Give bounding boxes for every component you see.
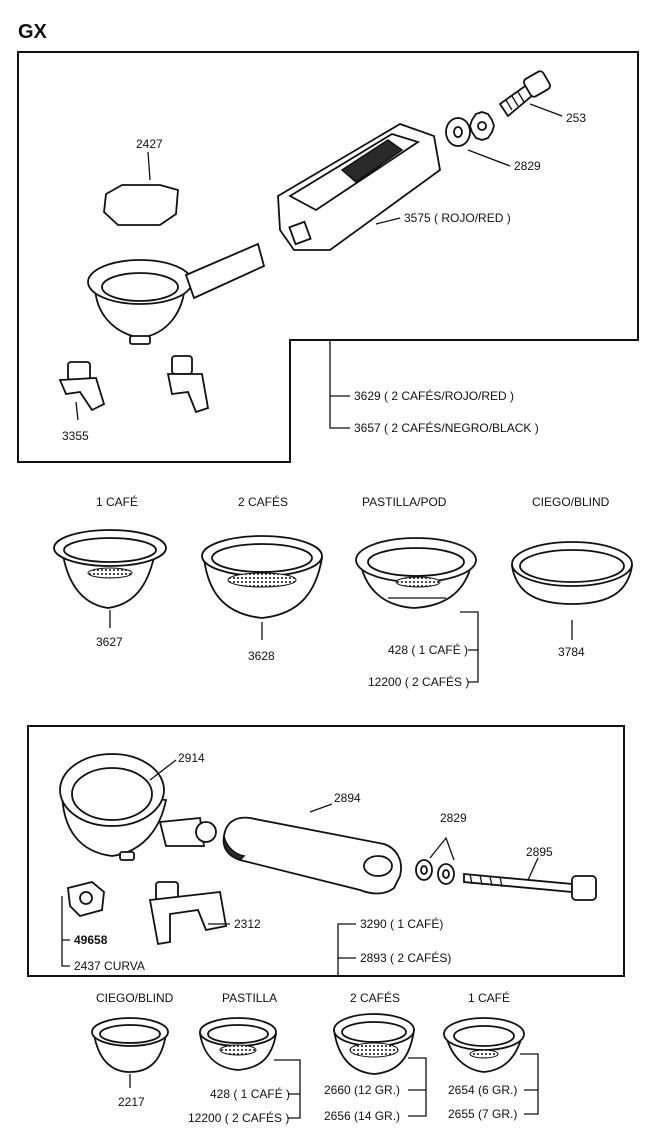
filter-b-blind-code: 2217	[118, 1095, 145, 1109]
filter-b-1cafe-code-2: 2655 (7 GR.)	[448, 1107, 517, 1121]
filter-b-pod-title: PASTILLA	[222, 991, 277, 1005]
washer-pair	[415, 859, 455, 885]
filter-b-pod	[198, 1017, 278, 1071]
filter-1cafe	[53, 529, 167, 609]
spout-curved-label: 2312	[234, 917, 261, 931]
portafilter-holder	[87, 242, 266, 345]
ring-label: 2914	[178, 751, 205, 765]
handle-long-leader	[309, 803, 333, 813]
filter-2cafes-code: 3628	[248, 649, 275, 663]
holder-2cafes-red-label: 3629 ( 2 CAFÉS/ROJO/RED )	[354, 388, 514, 403]
spout-curved	[148, 881, 228, 946]
filter-b-1cafe	[443, 1017, 525, 1073]
bolt-label: 2895	[526, 845, 553, 859]
handle-long	[222, 816, 402, 895]
filter-1cafe-code: 3627	[96, 635, 123, 649]
nut-bracket	[61, 896, 70, 967]
screw-label: 253	[566, 111, 586, 125]
filter-pod-code-2: 12200 ( 2 CAFÉS )	[368, 674, 469, 689]
spouts-label: 3355	[62, 429, 89, 443]
filter-b-blind	[91, 1017, 169, 1073]
spring-clip	[103, 184, 179, 226]
filter-b-blind-title: CIEGO/BLIND	[96, 991, 174, 1005]
filter-b-pod-code-1: 428 ( 1 CAFÉ )	[210, 1086, 290, 1101]
nut	[67, 881, 105, 918]
screw	[498, 70, 551, 118]
handle-label: 3575 ( ROJO/RED )	[404, 211, 511, 225]
filter-b-1cafe-title: 1 CAFÉ	[468, 990, 510, 1005]
filter-blind	[510, 541, 634, 605]
filter-pod	[355, 537, 477, 609]
filter-pod-bracket	[460, 611, 479, 683]
screw-leader	[529, 103, 563, 117]
filter-blind-code: 3784	[558, 645, 585, 659]
filter-b-1cafe-bracket	[520, 1053, 539, 1115]
page-title: GX	[18, 21, 48, 43]
holder-bracket	[329, 340, 350, 429]
filter-pod-code-1: 428 ( 1 CAFÉ )	[388, 642, 468, 657]
washer-pair-leader	[429, 836, 455, 861]
filter-b-pod-bracket	[274, 1059, 301, 1119]
spouts-leader	[75, 401, 79, 421]
washer-toothed	[469, 111, 495, 141]
nut-label: 49658	[74, 933, 108, 947]
filter-1cafe-title: 1 CAFÉ	[96, 494, 138, 509]
filter-b-pod-code-2: 12200 ( 2 CAFÉS )	[188, 1110, 289, 1125]
washer-pair-label: 2829	[440, 811, 467, 825]
holder-2cafes-label: 2893 ( 2 CAFÉS)	[360, 950, 451, 965]
washer-label: 2829	[514, 159, 541, 173]
filter-b-2cafes-bracket	[408, 1057, 427, 1117]
filter-b-2cafes	[332, 1013, 416, 1075]
filter-b-2cafes-code-2: 2656 (14 GR.)	[324, 1109, 400, 1123]
spring-leader	[147, 151, 151, 181]
holder-1cafe-label: 3290 ( 1 CAFÉ)	[360, 916, 443, 931]
filter-b-2cafes-code-1: 2660 (12 GR.)	[324, 1083, 400, 1097]
filter-2cafes	[201, 535, 324, 619]
handle-leader	[375, 217, 401, 225]
bolt	[463, 873, 597, 901]
filter-b-1cafe-code-1: 2654 (6 GR.)	[448, 1083, 517, 1097]
section1-frame	[17, 51, 639, 463]
spout-right	[166, 355, 210, 414]
spring-label: 2427	[136, 137, 163, 151]
section3-frame	[27, 725, 625, 977]
bolt-leader	[527, 857, 539, 881]
filter-pod-title: PASTILLA/POD	[362, 495, 447, 509]
filter-b-2cafes-title: 2 CAFÉS	[350, 990, 400, 1005]
portafilter-ring	[59, 753, 217, 861]
spout-left	[58, 361, 106, 412]
filter-2cafes-title: 2 CAFÉS	[238, 494, 288, 509]
handle-long-label: 2894	[334, 791, 361, 805]
filter-blind-title: CIEGO/BLIND	[532, 495, 610, 509]
holder-2cafes-black-label: 3657 ( 2 CAFÉS/NEGRO/BLACK )	[354, 420, 539, 435]
holder-bracket-s3	[337, 923, 356, 976]
washer-flat	[445, 117, 471, 147]
washer-leader	[467, 149, 511, 167]
curva-label: 2437 CURVA	[74, 959, 145, 973]
handle-red	[277, 123, 441, 251]
ring-leader	[149, 759, 177, 781]
